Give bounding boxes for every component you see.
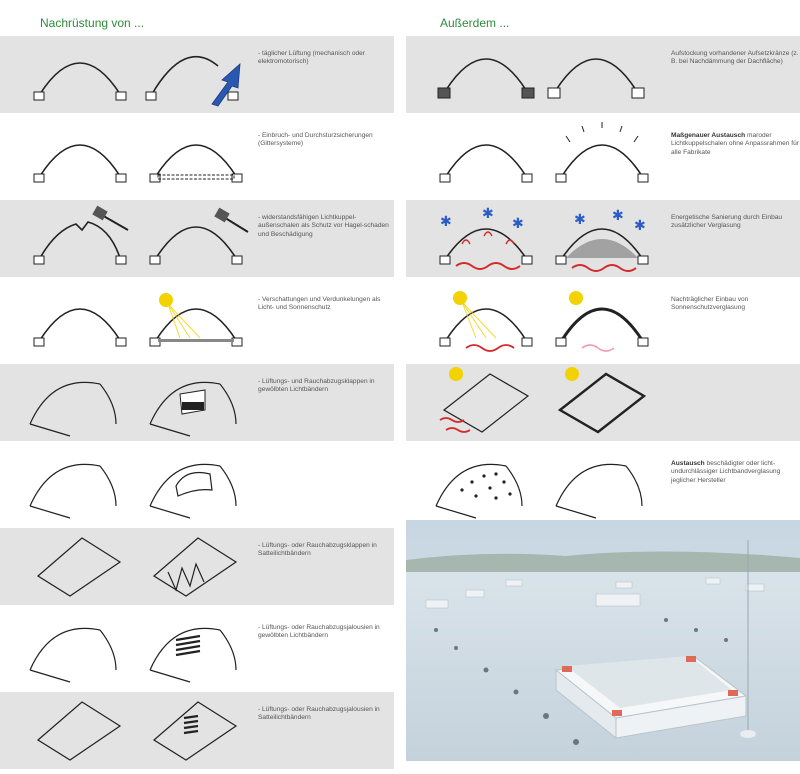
caption-text: Energetische Sanierung durch Einbau zusä… [671, 214, 783, 230]
caption: Nachträglicher Einbau von Sonnenschutzve… [671, 296, 800, 313]
caption-bold: Maßgenauer Austausch [671, 132, 746, 139]
strip-replacement-figure [435, 463, 643, 519]
gable-flaps-figure [36, 537, 238, 597]
shading-figure [33, 293, 243, 347]
caption: - widerstandsfähigen Lichtkuppel-außensc… [258, 214, 389, 238]
gable-louvres-figure [36, 701, 238, 761]
right-row-solar-glazing: Nachträglicher Einbau von Sonnenschutzve… [406, 282, 800, 359]
caption: - Verschattungen und Verdunkelungen als … [258, 296, 381, 312]
caption: Aufstockung vorhandener Aufsetzkränze (z… [671, 50, 800, 67]
right-column: Aufstockung vorhandener Aufsetzkränze (z… [406, 36, 800, 528]
caption: - Lüftungs- oder Rauchabzugsjalousien in… [258, 706, 380, 722]
svg-text:✱: ✱ [440, 214, 452, 230]
caption: - Lüftungs- oder Rauchabzugsklappen in S… [258, 542, 377, 558]
caption: Maßgenauer Austausch maroder Lichtkuppel… [671, 132, 800, 157]
caption: - Einbruch- und Durchsturzsicherungen (G… [258, 132, 373, 148]
gable-solar-figure [439, 367, 647, 434]
svg-text:✱: ✱ [512, 216, 524, 232]
caption-text: Nachträglicher Einbau von Sonnenschutzve… [671, 296, 749, 312]
rooftop-photo [406, 520, 800, 761]
caption-text: maroder Lichtkuppelschalen ohne Anpassra… [671, 132, 799, 156]
right-row-gable-solar [406, 364, 800, 441]
left-row-gable-flaps: - Lüftungs- oder Rauchabzugsklappen in S… [0, 528, 394, 605]
left-row-ventilation: - täglicher Lüftung (mechanisch oder ele… [0, 36, 394, 113]
svg-text:✱: ✱ [612, 208, 624, 224]
right-row-curb-raising: Aufstockung vorhandener Aufsetzkränze (z… [406, 36, 800, 113]
caption: - Lüftungs- und Rauchabzugsklappen in ge… [258, 378, 375, 394]
right-row-strip-replacement: Austausch beschädigter oder licht-undurc… [406, 446, 800, 523]
rooftop-photo-illustration [406, 520, 800, 761]
caption-bold: Austausch [671, 460, 705, 467]
solar-glazing-figure [439, 291, 649, 352]
hail-figure [33, 205, 249, 265]
arched-flaps-figure [29, 381, 237, 437]
energy-figure: ✱ ✱ ✱ ✱ ✱ ✱ [439, 206, 649, 272]
caption: Energetische Sanierung durch Einbau zusä… [671, 214, 800, 231]
left-row-shading: - Verschattungen und Verdunkelungen als … [0, 282, 394, 359]
right-row-exact-replacement: Maßgenauer Austausch maroder Lichtkuppel… [406, 118, 800, 195]
left-row-security: - Einbruch- und Durchsturzsicherungen (G… [0, 118, 394, 195]
caption: - täglicher Lüftung (mechanisch oder ele… [258, 50, 366, 66]
left-row-arched-dome [0, 446, 394, 523]
svg-text:✱: ✱ [634, 218, 646, 234]
left-row-hail: - widerstandsfähigen Lichtkuppel-außensc… [0, 200, 394, 277]
right-row-energy: ✱ ✱ ✱ ✱ ✱ ✱ Energetische Sanierung durch Ein… [406, 200, 800, 277]
curb-raising-figure [437, 58, 645, 99]
right-heading: Außerdem ... [440, 16, 510, 30]
ventilation-figure [33, 55, 241, 107]
caption-text: Aufstockung vorhandener Aufsetzkränze (z… [671, 50, 799, 66]
left-row-arched-louvres: - Lüftungs- oder Rauchabzugsjalousien in… [0, 610, 394, 687]
left-row-arched-flaps: - Lüftungs- und Rauchabzugsklappen in ge… [0, 364, 394, 441]
caption: Austausch beschädigter oder licht-undurc… [671, 460, 800, 485]
exact-replacement-figure [439, 122, 649, 183]
security-figure [33, 144, 243, 183]
svg-text:✱: ✱ [574, 212, 586, 228]
arched-dome-figure [29, 463, 237, 519]
arched-louvres-figure [29, 627, 237, 683]
left-heading: Nachrüstung von ... [40, 16, 145, 30]
caption: - Lüftungs- oder Rauchabzugsjalousien in… [258, 624, 380, 640]
left-row-gable-louvres: - Lüftungs- oder Rauchabzugsjalousien in… [0, 692, 394, 769]
svg-text:✱: ✱ [482, 206, 494, 222]
left-column: - täglicher Lüftung (mechanisch oder ele… [0, 36, 394, 774]
caption-text: beschädigter oder licht-undurchlässiger … [671, 460, 781, 484]
